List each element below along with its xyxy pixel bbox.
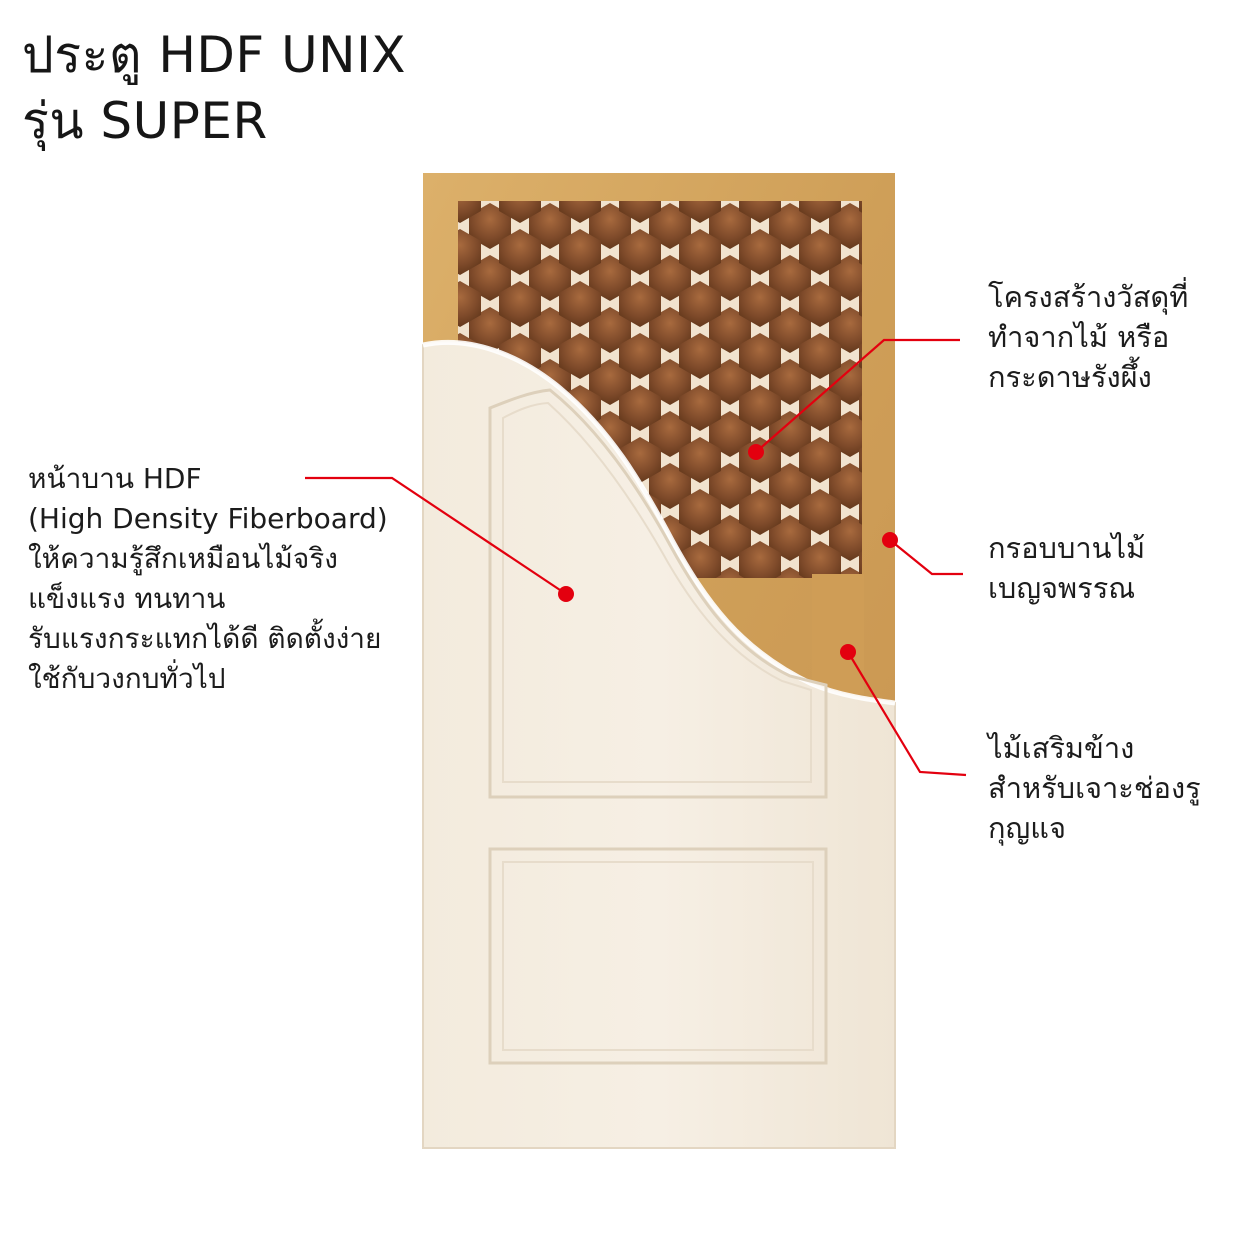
core-line-1: โครงสร้างวัสดุที่ bbox=[988, 280, 1189, 314]
lockblock-line-3: กุญแจ bbox=[988, 811, 1066, 845]
callout-line-core bbox=[755, 338, 960, 453]
face-line-5: รับแรงกระแทกได้ดี ติดตั้งง่าย bbox=[28, 622, 382, 655]
callout-dot-core bbox=[748, 444, 764, 460]
face-line-2: (High Density Fiberboard) bbox=[28, 502, 388, 535]
lockblock-line-1: ไม้เสริมข้าง bbox=[988, 731, 1135, 765]
callout-label-lockblock: ไม้เสริมข้าง สำหรับเจาะช่องรู กุญแจ bbox=[988, 728, 1201, 848]
title-line-1: ประตู HDF UNIX bbox=[22, 26, 407, 84]
callout-line-lockblock bbox=[847, 651, 967, 777]
face-line-6: ใช้กับวงกบทั่วไป bbox=[28, 662, 226, 695]
upper-panel bbox=[488, 388, 828, 799]
face-line-3: ให้ความรู้สึกเหมือนไม้จริง bbox=[28, 542, 338, 575]
core-line-2: ทำจากไม้ หรือ bbox=[988, 320, 1170, 354]
callout-line-frame bbox=[889, 539, 963, 576]
title-line-2: รุ่น SUPER bbox=[22, 92, 268, 150]
face-edge-highlight bbox=[422, 339, 896, 706]
core-line-3: กระดาษรังผึ้ง bbox=[988, 360, 1152, 394]
callout-label-face: หน้าบาน HDF (High Density Fiberboard) ให… bbox=[28, 459, 388, 699]
callout-line-face bbox=[305, 476, 567, 595]
frame-line-2: เบญจพรรณ bbox=[988, 571, 1136, 605]
callout-dot-lockblock bbox=[840, 644, 856, 660]
lower-panel-inner bbox=[502, 861, 814, 1051]
lower-panel bbox=[488, 847, 828, 1065]
face-line-1: หน้าบาน HDF bbox=[28, 462, 202, 495]
callout-label-frame: กรอบบานไม้ เบญจพรรณ bbox=[988, 528, 1145, 608]
lockblock-line-2: สำหรับเจาะช่องรู bbox=[988, 771, 1201, 805]
frame-line-1: กรอบบานไม้ bbox=[988, 531, 1146, 565]
page-title: ประตู HDF UNIX รุ่น SUPER bbox=[22, 22, 406, 154]
lock-block bbox=[812, 574, 864, 694]
callout-dot-frame bbox=[882, 532, 898, 548]
upper-panel-inner bbox=[502, 401, 812, 783]
callout-label-core: โครงสร้างวัสดุที่ ทำจากไม้ หรือ กระดาษรั… bbox=[988, 277, 1188, 397]
callout-dot-face bbox=[558, 586, 574, 602]
face-line-4: แข็งแรง ทนทาน bbox=[28, 582, 226, 615]
